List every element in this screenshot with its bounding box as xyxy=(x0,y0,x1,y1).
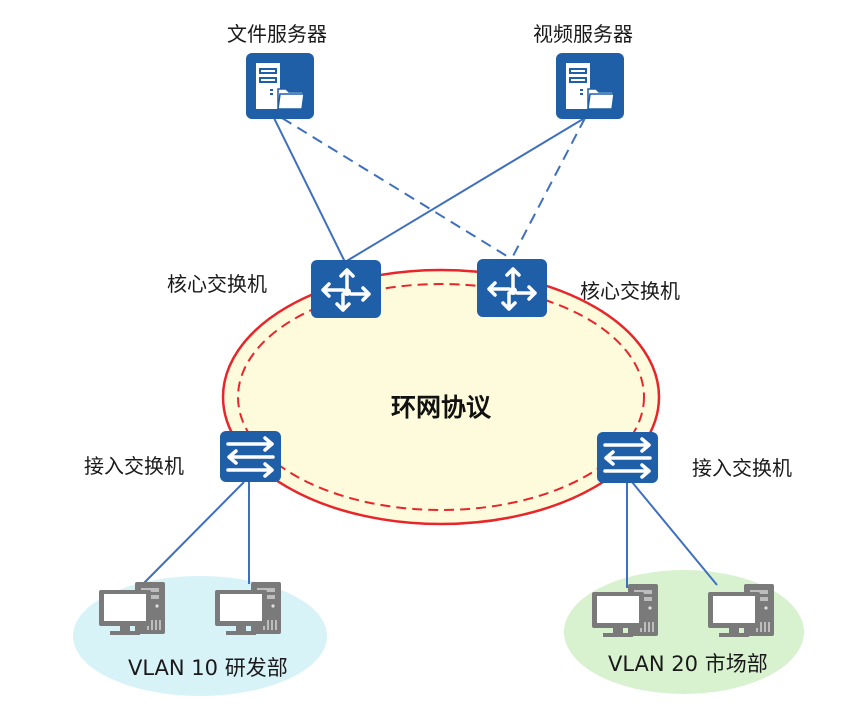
core-switch-right[interactable] xyxy=(477,259,547,317)
router-arrows-icon xyxy=(487,267,537,311)
core-switch-left[interactable] xyxy=(311,260,381,318)
server-folder-icon xyxy=(256,63,305,110)
link-video-core-left xyxy=(344,115,589,263)
video-server[interactable] xyxy=(556,53,624,119)
vlan-20-label: VLAN 20 市场部 xyxy=(608,652,768,676)
router-arrows-icon xyxy=(321,268,371,312)
access-switch-right[interactable] xyxy=(597,432,658,483)
file-server[interactable] xyxy=(246,53,314,119)
link-access-right-pc4 xyxy=(631,481,718,586)
core-switch-left-label: 核心交换机 xyxy=(167,272,267,296)
ring-inner-dashed xyxy=(237,283,645,511)
server-folder-icon xyxy=(566,63,615,110)
switch-arrows-icon xyxy=(226,436,275,478)
access-switch-left[interactable] xyxy=(220,431,281,482)
video-server-label: 视频服务器 xyxy=(533,22,633,46)
file-server-label: 文件服务器 xyxy=(227,22,327,46)
link-video-core-right xyxy=(511,117,586,259)
link-access-left-pc1 xyxy=(142,481,245,585)
switch-arrows-icon xyxy=(603,437,652,479)
ring-protocol-label: 环网协议 xyxy=(391,393,492,422)
link-file-core-left xyxy=(273,117,346,263)
vlan-10-label: VLAN 10 研发部 xyxy=(128,656,288,680)
access-switch-right-label: 接入交换机 xyxy=(692,456,792,480)
ring-outer xyxy=(221,268,661,526)
access-switch-left-label: 接入交换机 xyxy=(84,454,184,478)
link-file-core-right xyxy=(281,117,511,259)
core-switch-right-label: 核心交换机 xyxy=(580,279,680,303)
